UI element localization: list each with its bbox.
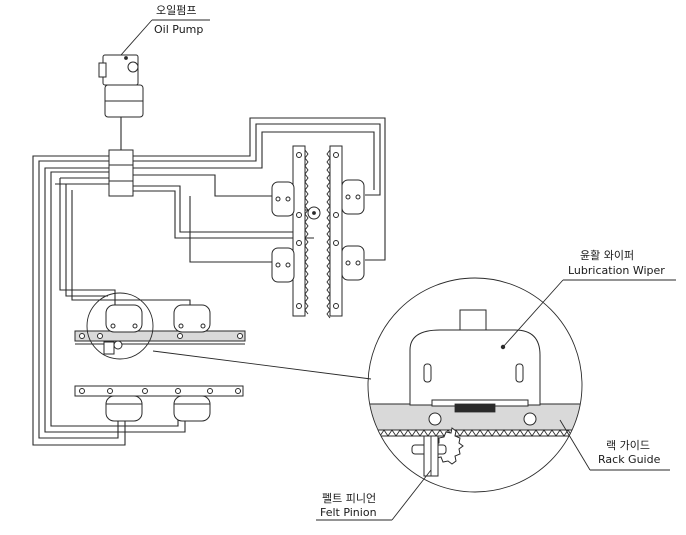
felt-pinion-small: [103, 340, 123, 355]
wiper-vertical-3: [271, 247, 295, 283]
vertical-rack-right: [326, 145, 343, 319]
wiper-leader: [502, 279, 676, 348]
oil-pump-label-ko: 오일펌프: [156, 3, 196, 17]
oil-piping: [32, 117, 386, 446]
wiper-vertical-2: [341, 179, 365, 215]
wiper-lower-left: [105, 395, 143, 422]
horizontal-rack-lower: [74, 385, 244, 397]
rack-guide-label-ko: 랙 가이드: [606, 439, 650, 452]
detail-leader: [152, 350, 372, 380]
wiper-lower-right: [173, 395, 211, 422]
wiper-upper-right: [173, 304, 211, 333]
oil-pump-label-en: Oil Pump: [154, 23, 203, 36]
oil-pump-leader: [120, 19, 210, 56]
wiper-label-ko: 윤활 와이퍼: [580, 248, 634, 262]
rack-guide-leader: [559, 419, 670, 471]
wiper-vertical-1: [271, 181, 295, 217]
distributor-block: [108, 149, 134, 197]
wiper-upper-left: [105, 304, 143, 333]
wiper-label-en: Lubrication Wiper: [568, 264, 665, 277]
pinion-gear-center: [307, 206, 321, 220]
felt-pinion-label-ko: 펠트 피니언: [322, 492, 376, 505]
wiper-vertical-4: [341, 245, 365, 281]
rack-guide-label-en: Rack Guide: [598, 453, 661, 466]
vertical-rack-left: [292, 145, 309, 317]
horizontal-rack-upper: [74, 330, 246, 345]
felt-pinion-label-en: Felt Pinion: [320, 506, 377, 519]
felt-pinion-leader: [316, 469, 432, 521]
detail-view: [367, 277, 583, 493]
detail-circle-small: [86, 292, 154, 360]
oil-pump: [98, 54, 144, 150]
